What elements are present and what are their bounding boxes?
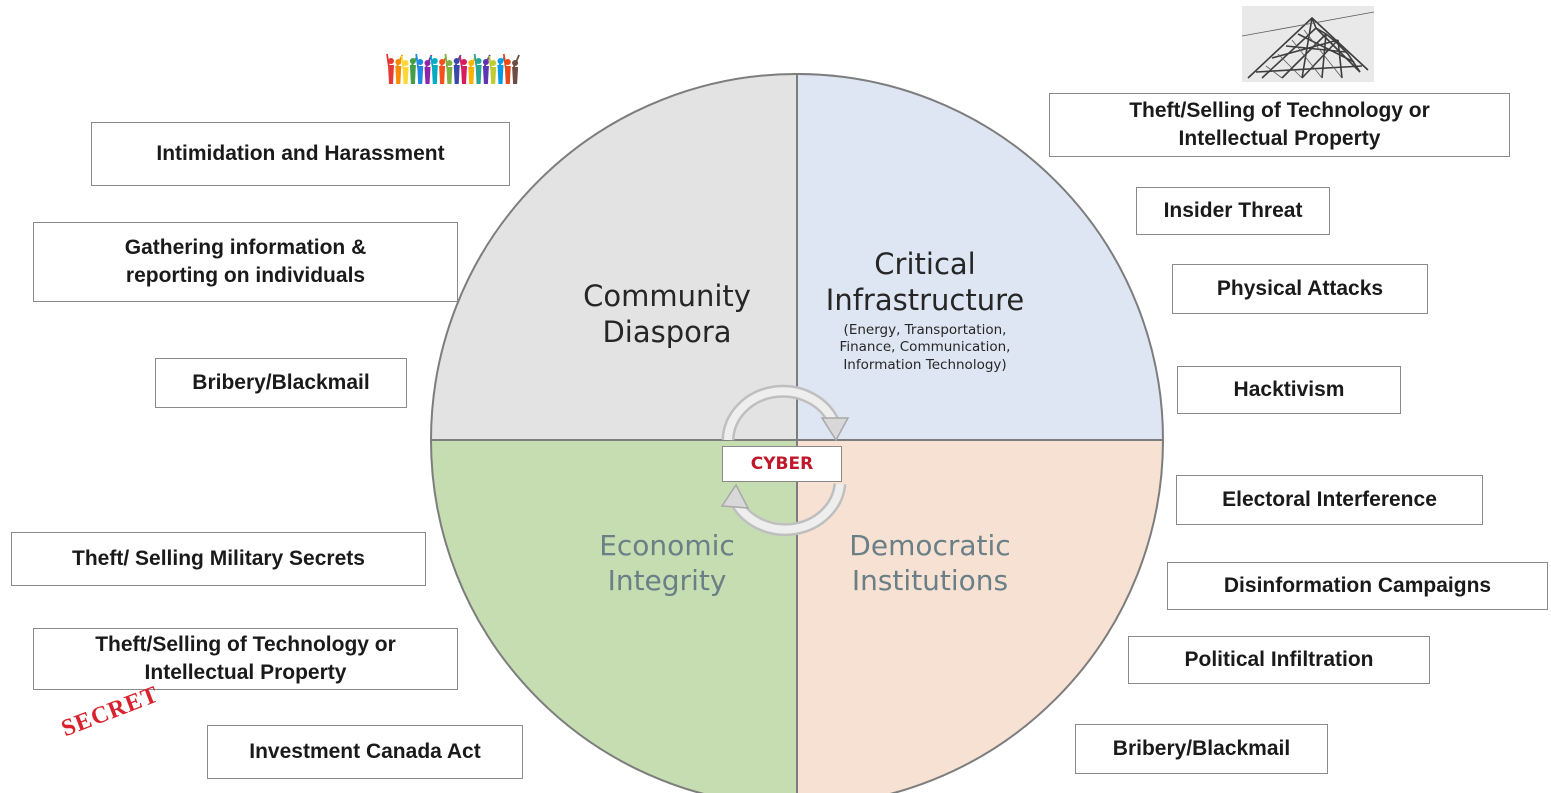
threat-text-line: Investment Canada Act: [249, 739, 481, 763]
quadrant-label-economic: Economic Integrity: [567, 528, 767, 598]
quadrant-label-community: Community Diaspora: [557, 278, 777, 351]
person-body: [461, 66, 467, 84]
quadrant-title-line: Integrity: [607, 564, 727, 597]
threat-text-line: reporting on individuals: [125, 264, 366, 287]
person-body: [446, 67, 453, 84]
threat-text-line: Theft/Selling of Technology or: [1129, 98, 1430, 122]
person-body: [504, 66, 511, 84]
person-arm: [497, 56, 506, 68]
person-body: [409, 65, 416, 84]
person-arm: [488, 55, 493, 70]
threat-box-political-infiltration: Political Infiltration: [1128, 636, 1430, 684]
person-head: [388, 58, 394, 64]
person-arm: [502, 53, 507, 69]
threat-text-line: Electoral Interference: [1222, 487, 1437, 511]
person-body: [424, 67, 431, 84]
quadrant-label-democratic: Democratic Institutions: [815, 528, 1045, 598]
quadrant-title-line: Infrastructure: [825, 283, 1025, 318]
person-body: [453, 65, 460, 84]
threat-box-bribery-right: Bribery/Blackmail: [1075, 724, 1328, 774]
threat-text-line: Disinformation Campaigns: [1223, 573, 1492, 597]
threat-box-gathering-information: Gathering information & reporting on indi…: [33, 222, 458, 302]
person-body: [482, 66, 489, 84]
transmission-tower-icon: [1242, 6, 1374, 82]
quadrant-title-line: Economic: [599, 529, 735, 562]
threat-box-intimidation: Intimidation and Harassment: [91, 122, 510, 186]
person-body: [402, 67, 409, 84]
threat-text-line: Gathering information &: [124, 235, 367, 259]
person-arm: [400, 55, 405, 70]
threat-text-line: Bribery/Blackmail: [1112, 736, 1291, 760]
person-head: [504, 59, 511, 65]
person-head: [461, 59, 467, 65]
quadrant-title-line: Critical: [874, 247, 976, 281]
threat-box-electoral-interference: Electoral Interference: [1176, 475, 1483, 525]
person-arm: [386, 53, 390, 68]
threat-text-line: Insider Threat: [1163, 198, 1303, 222]
person-head: [402, 60, 409, 66]
threat-text-line: Intimidation and Harassment: [156, 141, 445, 165]
person-arm: [459, 55, 463, 69]
quadrant-title-line: Community: [583, 279, 751, 313]
person-arm: [473, 53, 478, 68]
quadrant-subtitle-line: (Energy, Transportation,: [843, 321, 1007, 338]
people-crowd-icon: [386, 53, 520, 84]
person-body: [431, 65, 438, 84]
quadrant-title-line: Institutions: [851, 564, 1009, 597]
person-arm: [410, 56, 418, 68]
quadrant-title-line: Democratic: [849, 529, 1011, 562]
threat-text-line: Intellectual Property: [1178, 127, 1381, 150]
threat-box-technology-right: Theft/Selling of Technology or Intellectu…: [1049, 93, 1510, 157]
threat-box-physical-attacks: Physical Attacks: [1172, 264, 1428, 314]
person-head: [475, 58, 482, 64]
threat-text-line: Intellectual Property: [144, 661, 347, 684]
person-body: [475, 65, 482, 84]
quadrant-subtitle-line: Finance, Communication,: [839, 339, 1011, 356]
person-head: [490, 60, 497, 66]
threat-text-line: Hacktivism: [1233, 377, 1345, 401]
threat-text-line: Physical Attacks: [1216, 276, 1384, 300]
person-body: [468, 67, 475, 84]
threat-text-line: Theft/ Selling Military Secrets: [72, 546, 365, 570]
person-body: [388, 65, 394, 84]
cycle-arrows-icon: [720, 384, 850, 537]
quadrant-label-critical: Critical Infrastructure (Energy, Transpo…: [800, 246, 1050, 374]
threat-text-line: Theft/Selling of Technology or: [95, 632, 396, 656]
person-body: [497, 65, 504, 84]
person-head: [431, 58, 438, 64]
person-head: [446, 60, 453, 66]
cyber-center-label: CYBER: [722, 446, 842, 482]
quadrant-subtitle-line: Information Technology): [843, 356, 1007, 373]
person-body: [439, 66, 446, 84]
threat-box-military-secrets: Theft/ Selling Military Secrets: [11, 532, 426, 586]
threat-box-bribery-left: Bribery/Blackmail: [155, 358, 407, 408]
person-body: [490, 67, 497, 84]
threat-text-line: Political Infiltration: [1184, 647, 1374, 671]
threat-box-insider-threat: Insider Threat: [1136, 187, 1330, 235]
person-arm: [439, 56, 447, 69]
cyber-text: CYBER: [750, 454, 814, 474]
person-arm: [429, 55, 434, 68]
threat-text-line: Bribery/Blackmail: [192, 370, 370, 394]
person-arm: [444, 53, 449, 70]
person-body: [395, 66, 402, 84]
threat-box-disinformation-campaigns: Disinformation Campaigns: [1167, 562, 1548, 610]
person-arm: [468, 56, 477, 70]
quadrant-title-line: Diaspora: [602, 315, 732, 350]
person-head: [417, 59, 424, 65]
person-body: [512, 67, 519, 84]
person-arm: [512, 54, 520, 70]
threat-box-investment-canada-act: Investment Canada Act: [207, 725, 523, 779]
person-arm: [415, 53, 420, 69]
threat-box-hacktivism: Hacktivism: [1177, 366, 1401, 414]
threat-box-technology-left: Theft/Selling of Technology or Intellectu…: [33, 628, 458, 690]
person-body: [417, 66, 424, 84]
